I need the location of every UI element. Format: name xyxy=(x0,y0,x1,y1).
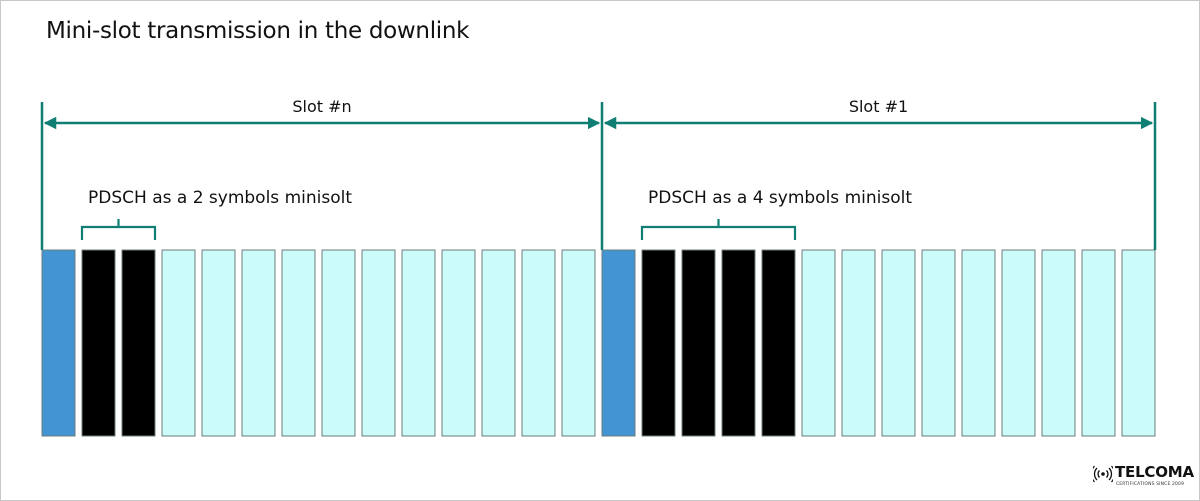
pdsch-symbol xyxy=(641,249,676,437)
minislot-bracket xyxy=(80,219,157,240)
broadcast-signal-icon xyxy=(1093,465,1113,483)
slot-label: Slot #1 xyxy=(849,97,908,116)
minislot-label: PDSCH as a 4 symbols minisolt xyxy=(648,188,912,208)
data-symbol xyxy=(561,249,596,437)
data-symbol xyxy=(201,249,236,437)
telcoma-logo: TELCOMA CERTIFICATIONS SINCE 2009 xyxy=(1093,463,1194,493)
data-symbol xyxy=(521,249,556,437)
pdsch-symbol xyxy=(681,249,716,437)
data-symbol xyxy=(161,249,196,437)
data-symbol xyxy=(361,249,396,437)
data-symbol xyxy=(1041,249,1076,437)
data-symbol xyxy=(1001,249,1036,437)
logo-name: TELCOMA xyxy=(1115,463,1194,481)
minislot-label: PDSCH as a 2 symbols minisolt xyxy=(88,188,352,208)
control-symbol xyxy=(601,249,636,437)
data-symbol xyxy=(921,249,956,437)
data-symbol xyxy=(481,249,516,437)
data-symbol xyxy=(241,249,276,437)
logo-tagline: CERTIFICATIONS SINCE 2009 xyxy=(1116,482,1185,487)
data-symbol xyxy=(281,249,316,437)
data-symbol xyxy=(1081,249,1116,437)
pdsch-symbol xyxy=(121,249,156,437)
data-symbol xyxy=(401,249,436,437)
data-symbol xyxy=(841,249,876,437)
data-symbol xyxy=(961,249,996,437)
data-symbol xyxy=(441,249,476,437)
minislot-bracket xyxy=(640,219,797,240)
diagram-title: Mini-slot transmission in the downlink xyxy=(46,18,470,44)
data-symbol xyxy=(1121,249,1156,437)
pdsch-symbol xyxy=(761,249,796,437)
pdsch-symbol xyxy=(81,249,116,437)
data-symbol xyxy=(321,249,356,437)
control-symbol xyxy=(41,249,76,437)
slot-label: Slot #n xyxy=(292,97,351,116)
pdsch-symbol xyxy=(721,249,756,437)
data-symbol xyxy=(801,249,836,437)
data-symbol xyxy=(881,249,916,437)
